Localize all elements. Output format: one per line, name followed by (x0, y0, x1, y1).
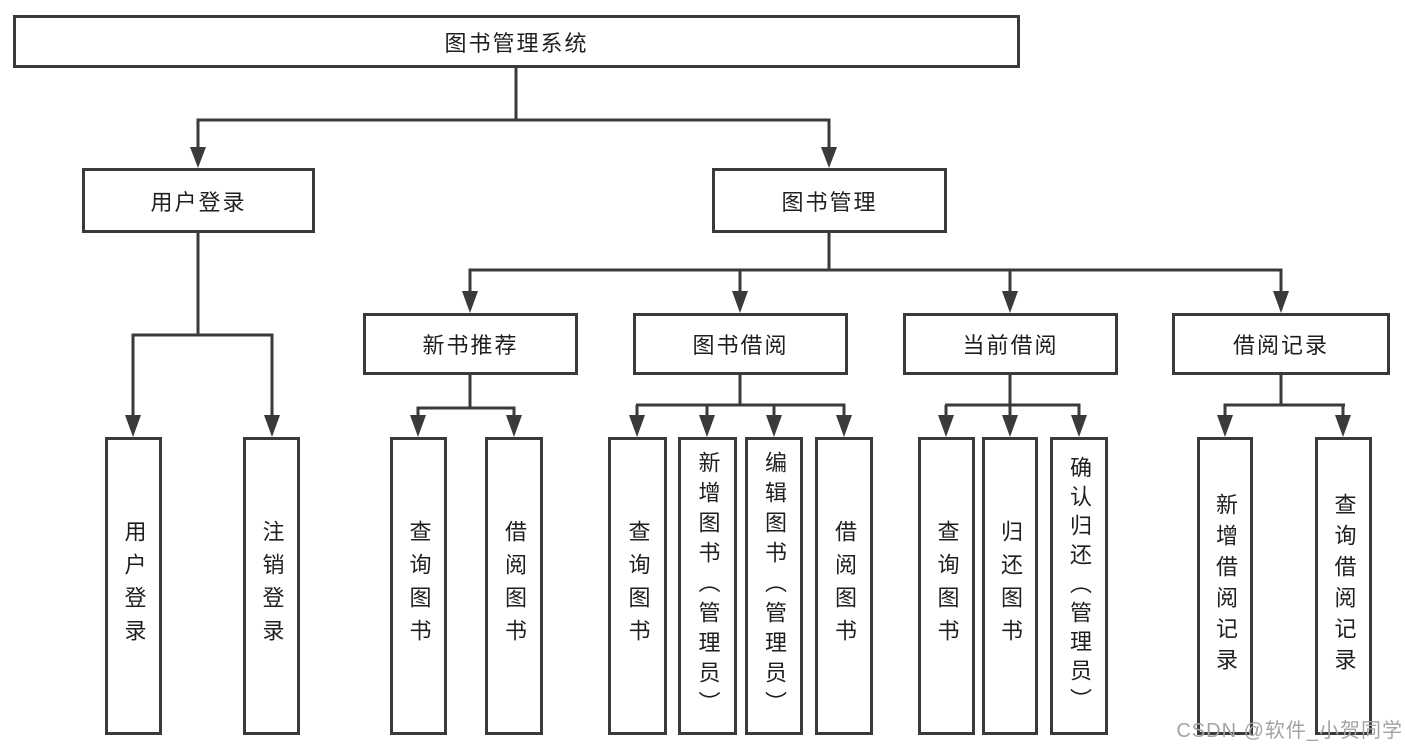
node-label: 查询图书 (625, 520, 651, 652)
node-query-borrow-record: 查询借阅记录 (1315, 437, 1372, 735)
node-borrow-book-leaf: 借阅图书 (815, 437, 873, 735)
node-label: 编辑图书（管理员） (762, 451, 787, 721)
arrow-down-icon (1217, 415, 1233, 437)
connector-borrowrecord-to-children (1223, 375, 1345, 418)
node-label: 注销登录 (259, 520, 285, 652)
arrow-down-icon (836, 415, 852, 437)
node-root-system: 图书管理系统 (13, 15, 1020, 68)
node-return-book: 归还图书 (982, 437, 1038, 735)
csdn-watermark: CSDN @软件_小贺同学 (1176, 720, 1403, 742)
arrow-down-icon (1071, 415, 1087, 437)
node-label: 用户登录 (150, 189, 247, 215)
arrow-down-icon (1002, 415, 1018, 437)
connector-currentborrow-to-children (944, 375, 1081, 418)
arrow-down-icon (938, 415, 954, 437)
arrow-down-icon (732, 291, 748, 313)
node-label: 归还图书 (998, 520, 1023, 652)
arrowheads (125, 147, 1351, 437)
node-logout-leaf: 注销登录 (243, 437, 300, 735)
node-borrow-record: 借阅记录 (1172, 313, 1390, 375)
node-new-book-recommend: 新书推荐 (363, 313, 578, 375)
node-label: 新书推荐 (422, 333, 519, 358)
node-add-borrow-record: 新增借阅记录 (1197, 437, 1253, 735)
connector-bookborrow-to-children (635, 375, 846, 418)
node-label: 新增图书（管理员） (695, 451, 721, 721)
node-label: 图书管理系统 (444, 30, 589, 56)
node-book-borrow: 图书借阅 (633, 313, 848, 375)
node-label: 当前借阅 (962, 333, 1059, 358)
connector-newbookrec-to-children (416, 375, 516, 418)
arrow-down-icon (821, 147, 837, 168)
node-label: 新增借阅记录 (1213, 493, 1238, 679)
node-edit-book-admin: 编辑图书（管理员） (745, 437, 803, 735)
node-label: 确认归还（管理员） (1067, 455, 1092, 717)
connector-root-to-level2 (196, 68, 831, 150)
arrow-down-icon (699, 415, 715, 437)
arrow-down-icon (1002, 291, 1018, 313)
node-label: 查询图书 (406, 520, 432, 652)
arrow-down-icon (766, 415, 782, 437)
arrow-down-icon (506, 415, 522, 437)
arrow-down-icon (410, 415, 426, 437)
node-query-book-under-recommend: 查询图书 (390, 437, 447, 735)
connector-bookmgmt-to-level3 (468, 233, 1283, 293)
arrow-down-icon (1335, 415, 1351, 437)
node-query-book-under-current: 查询图书 (918, 437, 975, 735)
node-borrow-book-under-recommend: 借阅图书 (485, 437, 543, 735)
node-label: 查询借阅记录 (1331, 493, 1357, 679)
node-add-book-admin: 新增图书（管理员） (678, 437, 737, 735)
node-label: 图书借阅 (692, 333, 789, 358)
node-label: 用户登录 (121, 520, 147, 652)
node-label: 图书管理 (781, 189, 878, 215)
arrow-down-icon (190, 147, 206, 168)
node-label: 借阅图书 (502, 520, 527, 652)
node-user-login-leaf: 用户登录 (105, 437, 162, 735)
node-book-management: 图书管理 (712, 168, 947, 233)
node-label: 查询图书 (934, 520, 960, 652)
arrow-down-icon (264, 415, 280, 437)
node-query-book-under-borrow: 查询图书 (608, 437, 667, 735)
arrow-down-icon (1273, 291, 1289, 313)
node-label: 借阅图书 (832, 520, 857, 652)
node-current-borrow: 当前借阅 (903, 313, 1118, 375)
arrow-down-icon (125, 415, 141, 437)
connector-userlogin-to-children (131, 233, 274, 417)
arrow-down-icon (462, 291, 478, 313)
node-confirm-return-admin: 确认归还（管理员） (1050, 437, 1108, 735)
node-user-login: 用户登录 (82, 168, 315, 233)
node-label: 借阅记录 (1232, 333, 1329, 358)
arrow-down-icon (629, 415, 645, 437)
